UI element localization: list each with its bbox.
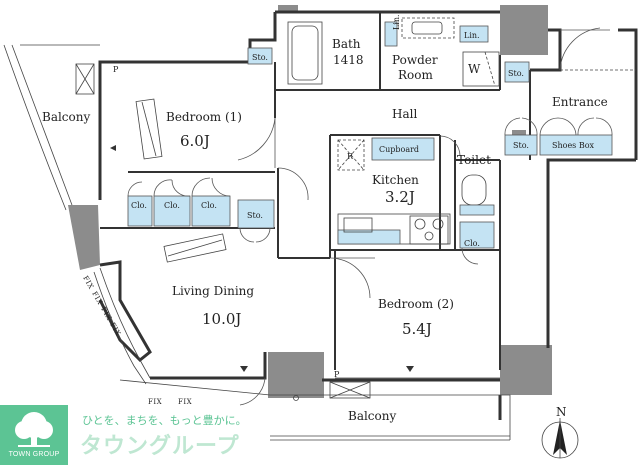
shoes-box-label: Shoes Box <box>552 141 595 150</box>
living-dining-size: 10.0J <box>202 310 241 328</box>
pipe-space-bottom-label: P <box>334 370 340 379</box>
interior-walls <box>100 12 531 370</box>
bedroom1-furniture <box>127 98 276 243</box>
logo-text: TOWN GROUP <box>8 451 60 458</box>
closet-toilet-label: Clo. <box>464 239 480 248</box>
kitchen-size: 3.2J <box>385 188 415 206</box>
living-furniture <box>163 233 375 406</box>
closet-2-label: Clo. <box>164 201 180 210</box>
town-group-logo <box>0 405 68 465</box>
fix-label-bottom-2: FIX <box>178 398 192 406</box>
bath-fixtures <box>247 17 530 87</box>
fix-label-1: FIX <box>81 274 95 290</box>
powder-room-line2: Room <box>398 68 433 82</box>
brand-name: タウングループ <box>80 434 240 459</box>
refrigerator-label: R <box>347 152 354 161</box>
kitchen-fixtures <box>277 137 451 245</box>
bedroom2-name: Bedroom (2) <box>378 297 454 311</box>
washer-label: W <box>468 62 481 76</box>
fix-label-bottom-1: FIX <box>148 398 162 406</box>
brand-slogan: ひとを、まちを、もっと豊かに。 <box>82 414 247 427</box>
west-balcony <box>3 44 116 211</box>
bath-size: 1418 <box>333 53 364 67</box>
powder-room-line1: Powder <box>392 53 438 67</box>
sto-top-label: Sto. <box>252 53 268 62</box>
bedroom1-size: 6.0J <box>180 132 210 150</box>
sto-powder-label: Sto. <box>508 69 524 78</box>
cupboard-label: Cupboard <box>379 145 419 154</box>
sto-bedroom1-label: Sto. <box>247 211 263 220</box>
south-balcony <box>119 366 511 441</box>
balcony-west-label: Balcony <box>42 110 90 124</box>
fix-label-4: FIX <box>108 321 122 337</box>
toilet-fixtures <box>439 135 495 265</box>
closet-1-label: Clo. <box>131 201 147 210</box>
structural-columns <box>68 5 552 398</box>
sto-entrance-label: Sto. <box>513 141 529 150</box>
bedroom2-size: 5.4J <box>402 320 432 338</box>
kitchen-name: Kitchen <box>372 173 419 187</box>
hall-label: Hall <box>392 107 417 121</box>
living-windows <box>93 267 151 385</box>
entrance-label: Entrance <box>552 95 608 109</box>
toilet-label: Toilet <box>457 153 491 167</box>
bath-label: Bath <box>332 37 361 51</box>
linen-left-label: Lin. <box>392 14 401 30</box>
bedroom1-name: Bedroom (1) <box>166 110 242 124</box>
entrance-fixtures <box>504 27 636 156</box>
pipe-space-top-label: P <box>113 65 119 74</box>
linen-right-label: Lin. <box>464 31 480 40</box>
compass <box>541 418 579 459</box>
balcony-south-label: Balcony <box>348 409 396 423</box>
living-dining-name: Living Dining <box>172 284 254 298</box>
compass-north-label: N <box>556 405 567 419</box>
closet-3-label: Clo. <box>201 201 217 210</box>
